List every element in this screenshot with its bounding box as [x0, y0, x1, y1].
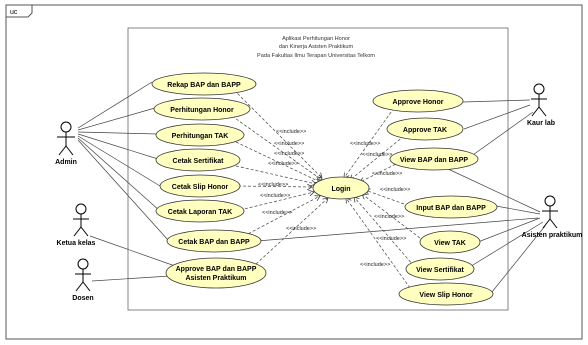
- include-label: <<include>>: [376, 236, 406, 242]
- use-case-login[interactable]: Login: [312, 176, 370, 200]
- use-case-label: Cetak Slip Honor: [172, 184, 229, 191]
- include-label: <<include>>: [268, 161, 298, 167]
- stick-figure-icon: [75, 203, 87, 215]
- actor-label-asisten-praktikum: Asisten praktikum: [522, 232, 583, 239]
- use-case-label-line-1: Approve BAP dan BAPP: [176, 266, 257, 273]
- use-case-view-tak[interactable]: View TAK: [419, 230, 481, 254]
- system-title-line-3: Pada Fakultas Ilmu Terapan Universitas T…: [257, 53, 375, 59]
- actor-label-kaur-lab: Kaur lab: [527, 120, 555, 127]
- system-title-line-2: dan Kinerja Asisten Praktikum: [279, 44, 354, 50]
- include-label: <<include>>: [372, 171, 402, 177]
- actor-admin[interactable]: [57, 121, 75, 156]
- frame-tab: [5, 4, 33, 18]
- use-case-rekap-bap-bapp[interactable]: Rekap BAP dan BAPP: [151, 72, 257, 96]
- include-label: <<include>>: [362, 152, 392, 158]
- use-case-perhitungan-honor[interactable]: Perhitungan Honor: [153, 97, 251, 121]
- use-case-label: Perhitungan Honor: [170, 107, 234, 114]
- include-label: <<include>>: [274, 151, 304, 157]
- actor-ketua-kelas[interactable]: [73, 203, 89, 237]
- associations: [77, 81, 546, 293]
- use-case-approve-tak[interactable]: Approve TAK: [386, 117, 464, 141]
- include-labels: <<include>> <<include>> <<include>> <<in…: [258, 129, 410, 268]
- include-label: <<include>>: [286, 226, 316, 232]
- actor-asisten-praktikum[interactable]: [542, 195, 558, 229]
- use-case-label: View Slip Honor: [419, 292, 472, 299]
- actor-label-dosen: Dosen: [72, 295, 93, 302]
- include-dependencies: [231, 89, 421, 289]
- use-case-view-bap-bapp[interactable]: View BAP dan BAPP: [389, 147, 479, 171]
- include-label: <<include>>: [380, 187, 410, 193]
- use-case-label: Rekap BAP dan BAPP: [167, 82, 241, 89]
- use-case-cetak-sertifikat[interactable]: Cetak Sertifikat: [155, 148, 241, 172]
- use-case-label: View TAK: [434, 240, 466, 247]
- include-label: <<include>>: [260, 193, 290, 199]
- actor-kaur-lab[interactable]: [531, 83, 547, 117]
- include-label: <<include>>: [258, 182, 288, 188]
- use-case-label: View Sertifikat: [416, 267, 464, 274]
- include-label: <<include>>: [360, 262, 390, 268]
- use-case-label: Cetak Laporan TAK: [168, 209, 232, 216]
- include-label: <<include>>: [262, 210, 292, 216]
- stick-figure-icon: [77, 258, 89, 270]
- stick-figure-icon: [533, 83, 545, 95]
- actor-label-ketua-kelas: Ketua kelas: [57, 240, 96, 247]
- use-case-label: View BAP dan BAPP: [400, 157, 469, 164]
- actor-label-admin: Admin: [55, 159, 77, 166]
- include-label: <<include>>: [374, 214, 404, 220]
- use-case-view-slip-honor[interactable]: View Slip Honor: [398, 282, 494, 306]
- use-case-label: Login: [331, 186, 350, 193]
- stick-figure-icon: [544, 195, 556, 207]
- use-case-label: Cetak BAP dan BAPP: [178, 239, 250, 246]
- use-case-label: Approve TAK: [403, 127, 447, 134]
- use-case-label: Perhitungan TAK: [172, 133, 229, 140]
- use-case-view-sertifikat[interactable]: View Sertifikat: [405, 257, 475, 281]
- use-case-label-line-2: Asisten Praktikum: [185, 275, 246, 282]
- use-case-cetak-slip-honor[interactable]: Cetak Slip Honor: [159, 174, 241, 198]
- include-label: <<include>>: [274, 141, 304, 147]
- use-case-label: Input BAP dan BAPP: [416, 205, 486, 212]
- use-case-label: Approve Honor: [393, 99, 444, 106]
- use-case-input-bap-bapp[interactable]: Input BAP dan BAPP: [404, 195, 498, 219]
- stick-figure-icon: [60, 121, 72, 133]
- use-case-approve-honor[interactable]: Approve Honor: [372, 89, 464, 113]
- use-case-label: Cetak Sertifikat: [173, 158, 225, 165]
- include-label: <<include>>: [276, 129, 306, 135]
- use-case-cetak-bap-bapp[interactable]: Cetak BAP dan BAPP: [166, 229, 262, 253]
- use-case-cetak-laporan-tak[interactable]: Cetak Laporan TAK: [155, 199, 245, 223]
- include-label: <<include>>: [350, 141, 380, 147]
- use-case-approve-bap-bapp-asisten[interactable]: Approve BAP dan BAPP Asisten Praktikum: [165, 257, 267, 289]
- frame-label: uc: [10, 9, 18, 16]
- use-case-perhitungan-tak[interactable]: Perhitungan TAK: [155, 123, 245, 147]
- actor-dosen[interactable]: [75, 258, 91, 292]
- system-title-line-1: Aplikasi Perhitungan Honor: [282, 36, 350, 42]
